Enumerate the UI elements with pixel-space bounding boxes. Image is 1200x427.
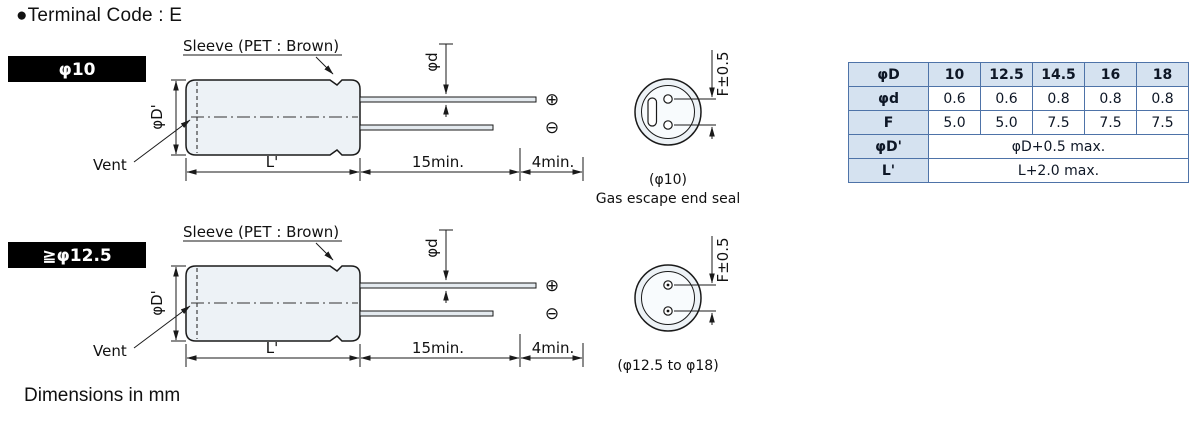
end-view-caption: (φ12.5 to φ18) — [617, 358, 718, 374]
lead-spacing-label: F±0.5 — [714, 237, 732, 282]
table-cell: 0.8 — [1032, 86, 1085, 111]
row-label-cell: φD' — [848, 134, 929, 159]
body-length-label: L' — [266, 339, 278, 357]
table-header-cell: 18 — [1136, 62, 1189, 87]
vent-leader-line — [133, 305, 191, 349]
gas-escape-slot — [647, 97, 658, 127]
sleeve-label: Sleeve (PET : Brown) — [183, 223, 339, 241]
diagram-phi10: φ10 Sleeve (PET : Brown) φD' Vent ⊕ ⊖ — [8, 37, 740, 207]
table-row: L' L+2.0 max. — [848, 158, 1189, 183]
size-label: φ10 — [59, 60, 96, 80]
length-dimensions — [185, 334, 584, 367]
lead-diameter-dimension — [439, 43, 453, 117]
table-cell: 7.5 — [1032, 110, 1085, 135]
sleeve-leader-line — [183, 54, 342, 75]
body-diameter-dimension — [171, 79, 186, 156]
table-header-cell: φD — [848, 62, 929, 87]
end-view-phi12-5-to-18 — [634, 236, 716, 332]
row-label-cell: F — [848, 110, 929, 135]
vent-label: Vent — [93, 342, 127, 360]
vent-label: Vent — [93, 156, 127, 174]
gas-escape-note: Gas escape end seal — [596, 191, 741, 207]
end-view-caption: (φ10) — [649, 172, 687, 188]
table-cell: 0.6 — [980, 86, 1033, 111]
table-header-cell: 16 — [1084, 62, 1137, 87]
table-cell: 5.0 — [928, 110, 981, 135]
table-cell: L+2.0 max. — [928, 158, 1189, 183]
positive-lead — [359, 96, 537, 103]
terminal-diagrams: φ10 Sleeve (PET : Brown) φD' Vent ⊕ ⊖ — [8, 37, 740, 374]
row-label-cell: L' — [848, 158, 929, 183]
diagram-phi12-5-and-up: ≧φ12.5 Sleeve (PET : Brown) φD' Vent ⊕ ⊖ — [8, 223, 732, 374]
lead-diff-length-label: 4min. — [532, 339, 575, 357]
lead-diameter-label: φd — [423, 238, 441, 257]
size-label-box — [8, 56, 146, 82]
body-length-label: L' — [266, 153, 278, 171]
table-row: φD' φD+0.5 max. — [848, 134, 1189, 159]
page-title: ●Terminal Code : E — [16, 5, 183, 26]
vent-leader-line — [133, 119, 191, 163]
length-dimensions — [185, 148, 584, 181]
table-cell: 0.8 — [1136, 86, 1189, 111]
lead-spacing-label: F±0.5 — [714, 51, 732, 96]
lead-diameter-dimension — [439, 229, 453, 303]
table-cell: 0.8 — [1084, 86, 1137, 111]
positive-terminal-icon: ⊕ — [545, 276, 559, 296]
table-header-row: φD 10 12.5 14.5 16 18 — [848, 62, 1189, 87]
negative-lead — [359, 124, 494, 131]
table-cell: 0.6 — [928, 86, 981, 111]
body-diameter-label: φD' — [148, 104, 166, 130]
lead-min-length-label: 15min. — [412, 153, 464, 171]
dimensions-unit-note: Dimensions in mm — [24, 385, 181, 406]
table-header-cell: 12.5 — [980, 62, 1033, 87]
lead-diff-length-label: 4min. — [532, 153, 575, 171]
lead-diameter-label: φd — [423, 52, 441, 71]
positive-lead — [359, 282, 537, 289]
table-header-cell: 14.5 — [1032, 62, 1085, 87]
dimension-table: φD 10 12.5 14.5 16 18 φd 0.6 0.6 0.8 0.8… — [848, 62, 1189, 183]
negative-terminal-icon: ⊖ — [545, 118, 559, 138]
end-view-phi10 — [634, 50, 716, 146]
positive-terminal-icon: ⊕ — [545, 90, 559, 110]
table-row: F 5.0 5.0 7.5 7.5 7.5 — [848, 110, 1189, 135]
table-header-cell: 10 — [928, 62, 981, 87]
table-cell: 7.5 — [1084, 110, 1137, 135]
size-label: ≧φ12.5 — [42, 246, 112, 266]
negative-lead — [359, 310, 494, 317]
table-cell: φD+0.5 max. — [928, 134, 1189, 159]
sleeve-leader-line — [183, 240, 342, 261]
negative-terminal-icon: ⊖ — [545, 304, 559, 324]
lead-min-length-label: 15min. — [412, 339, 464, 357]
table-row: φd 0.6 0.6 0.8 0.8 0.8 — [848, 86, 1189, 111]
body-diameter-label: φD' — [148, 290, 166, 316]
table-cell: 7.5 — [1136, 110, 1189, 135]
sleeve-label: Sleeve (PET : Brown) — [183, 37, 339, 55]
body-diameter-dimension — [171, 265, 186, 342]
size-label-box — [8, 242, 146, 268]
row-label-cell: φd — [848, 86, 929, 111]
table-cell: 5.0 — [980, 110, 1033, 135]
